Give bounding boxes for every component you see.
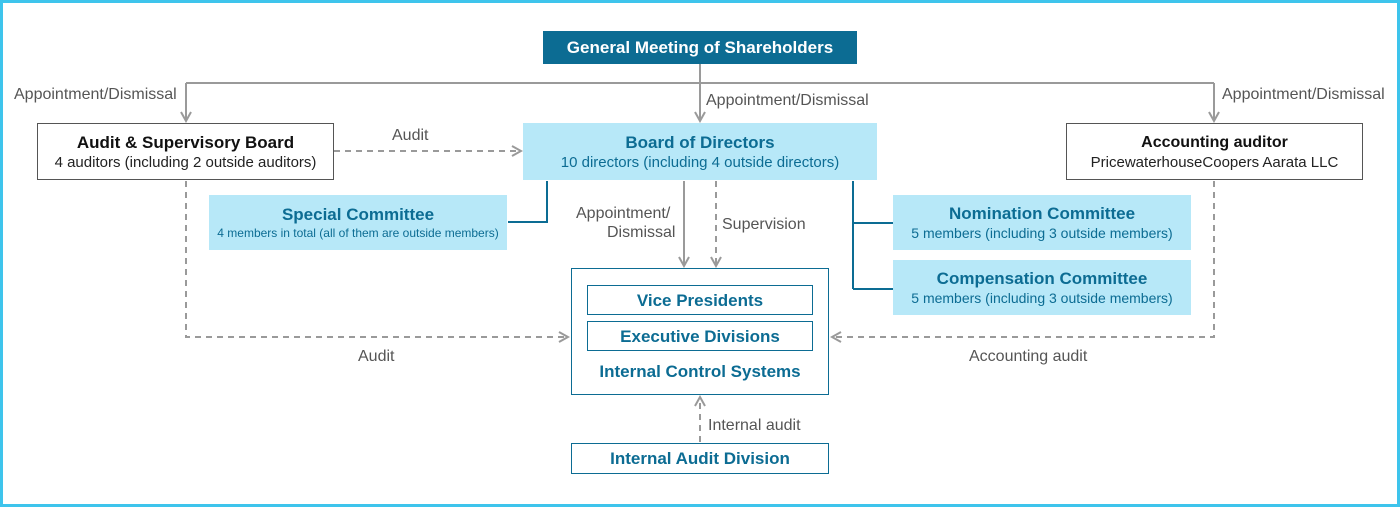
- accounting-auditor-sub: PricewaterhouseCoopers Aarata LLC: [1090, 153, 1339, 171]
- board-of-directors-title: Board of Directors: [625, 132, 775, 152]
- audit-board-sub: 4 auditors (including 2 outside auditors…: [54, 153, 317, 171]
- internal-control-title: Internal Control Systems: [599, 362, 801, 381]
- general-meeting-box: General Meeting of Shareholders: [543, 31, 857, 64]
- audit-board-title: Audit & Supervisory Board: [76, 132, 295, 152]
- board-of-directors-sub: 10 directors (including 4 outside direct…: [560, 153, 840, 171]
- label-audit-bottom: Audit: [358, 348, 395, 365]
- accounting-audit-arrow: [832, 181, 1215, 337]
- label-appointment-lower-2: Dismissal: [607, 224, 676, 241]
- label-accounting-audit: Accounting audit: [969, 348, 1088, 365]
- nomination-committee-sub: 5 members (including 3 outside members): [911, 224, 1173, 241]
- special-committee-link: [508, 181, 548, 223]
- label-appointment-center: Appointment/Dismissal: [706, 92, 869, 109]
- nomination-committee-title: Nomination Committee: [948, 203, 1136, 223]
- label-appointment-right: Appointment/Dismissal: [1222, 86, 1385, 103]
- executive-divisions-title: Executive Divisions: [620, 326, 780, 346]
- compensation-committee-box: Compensation Committee 5 members (includ…: [893, 260, 1191, 315]
- accounting-auditor-title: Accounting auditor: [1141, 133, 1288, 151]
- label-internal-audit: Internal audit: [708, 417, 801, 434]
- executive-divisions-box: Executive Divisions: [587, 321, 813, 351]
- vice-presidents-title: Vice Presidents: [636, 290, 764, 310]
- nomination-committee-box: Nomination Committee 5 members (includin…: [893, 195, 1191, 250]
- compensation-committee-sub: 5 members (including 3 outside members): [911, 289, 1173, 306]
- board-of-directors-box: Board of Directors 10 directors (includi…: [523, 123, 877, 180]
- vice-presidents-box: Vice Presidents: [587, 285, 813, 315]
- label-appointment-left: Appointment/Dismissal: [14, 86, 177, 103]
- audit-board-box: Audit & Supervisory Board 4 auditors (in…: [37, 123, 334, 180]
- label-audit-top: Audit: [392, 127, 429, 144]
- special-committee-box: Special Committee 4 members in total (al…: [209, 195, 507, 250]
- accounting-auditor-box: Accounting auditor PricewaterhouseCooper…: [1066, 123, 1363, 180]
- general-meeting-title: General Meeting of Shareholders: [566, 38, 834, 57]
- special-committee-sub: 4 members in total (all of them are outs…: [217, 226, 499, 240]
- internal-audit-division-box: Internal Audit Division: [571, 443, 829, 474]
- internal-audit-division-title: Internal Audit Division: [610, 449, 790, 468]
- compensation-committee-title: Compensation Committee: [936, 268, 1148, 288]
- label-supervision: Supervision: [722, 216, 806, 233]
- special-committee-title: Special Committee: [281, 205, 435, 224]
- label-appointment-lower-1: Appointment/: [576, 205, 671, 222]
- audit-arrow-internal-control: [185, 181, 568, 337]
